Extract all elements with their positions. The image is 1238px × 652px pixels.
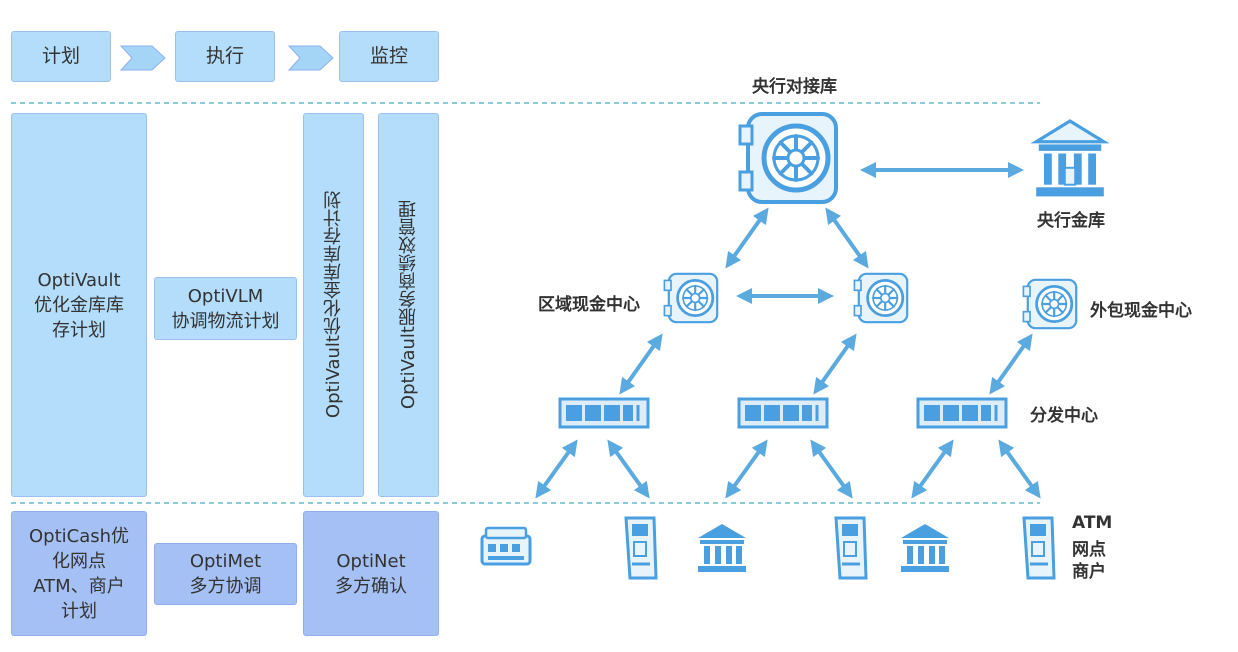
regional-center-label: 区域现金中心 <box>538 295 640 315</box>
central-bank-icon <box>1030 119 1110 197</box>
connection-arrows <box>535 162 1041 499</box>
module-optivlm-line-2: 协调物流计划 <box>171 310 280 332</box>
module-optimet: OptiMet 多方协调 <box>154 543 297 605</box>
atm-icon <box>624 516 658 580</box>
module-optimet-line-2: 多方协调 <box>189 576 262 597</box>
arrow-dist-3-to-bank <box>911 439 954 499</box>
module-opticash-line-4: 计划 <box>61 600 97 622</box>
arrow-central-db-to-regional-b <box>825 207 869 269</box>
distribution-rack-3-icon <box>916 397 1008 429</box>
arrow-regional-a-to-dist-1 <box>619 333 663 395</box>
module-optivlm-line-1: OptiVLM <box>187 285 264 307</box>
stage-monitor: 监控 <box>339 31 439 82</box>
distribution-rack-2-icon <box>737 397 829 429</box>
module-optinet: OptiNet 多方确认 <box>303 511 439 636</box>
shop-icon <box>480 526 532 566</box>
central-db-vault-icon <box>740 114 836 202</box>
outsourced-vault-icon <box>1022 278 1078 330</box>
arrow-outsourced-to-dist-3 <box>989 333 1033 395</box>
module-optimet-line-1: OptiMet <box>189 551 262 572</box>
bank-icon <box>901 524 949 572</box>
outsourced-center-label: 外包现金中心 <box>1090 301 1192 321</box>
chevron-right-icon <box>287 45 334 71</box>
endpoint-branch-label: 网点 <box>1072 540 1106 560</box>
module-optivault-vertical: OptiVault优化金库库存计划 <box>303 113 364 497</box>
stage-execute-label: 执行 <box>205 45 244 67</box>
module-optivault-plan-line-1: OptiVault <box>37 269 121 291</box>
arrow-dist-2-to-atm <box>810 439 853 499</box>
regional-vault-b-icon <box>853 272 909 324</box>
atm-icon <box>834 516 868 580</box>
endpoint-merchant-label: 商户 <box>1072 562 1106 582</box>
module-optinet-line-1: OptiNet <box>336 550 406 572</box>
stage-execute: 执行 <box>175 31 275 82</box>
module-optivault-service: OptiVault服务商绩效管理 <box>378 113 439 497</box>
module-opticash: OptiCash优 化网点 ATM、商户 计划 <box>11 511 147 636</box>
chevron-right-icon <box>119 45 166 71</box>
regional-vault-a-icon <box>663 272 719 324</box>
arrow-central-db-to-regional-a <box>725 207 769 269</box>
module-opticash-line-3: ATM、商户 <box>33 575 125 597</box>
distribution-rack-1-icon <box>558 397 650 429</box>
arrow-regional-b-to-dist-2 <box>813 333 857 395</box>
stage-plan-label: 计划 <box>41 45 80 67</box>
arrow-dist-3-to-atm <box>998 439 1041 499</box>
arrow-dist-1-to-atm <box>607 439 650 499</box>
central-vault-label: 央行金库 <box>1037 211 1105 231</box>
stage-plan: 计划 <box>11 31 111 82</box>
module-opticash-line-1: OptiCash优 <box>28 525 130 547</box>
bank-icon <box>698 524 746 572</box>
arrow-dist-2-to-bank <box>725 439 768 499</box>
endpoint-atm-label: ATM <box>1072 513 1113 533</box>
module-optivault-plan-line-3: 存计划 <box>52 319 106 341</box>
central-db-label: 央行对接库 <box>752 77 837 97</box>
atm-icon <box>1022 516 1056 580</box>
module-optinet-line-2: 多方确认 <box>335 575 407 597</box>
arrow-dist-1-to-shop <box>535 439 578 499</box>
stage-monitor-label: 监控 <box>369 45 408 67</box>
distribution-center-label: 分发中心 <box>1030 406 1098 426</box>
module-optivault-plan: OptiVault 优化金库库 存计划 <box>11 113 147 497</box>
module-opticash-line-2: 化网点 <box>52 550 106 572</box>
module-optivlm: OptiVLM 协调物流计划 <box>154 277 297 340</box>
module-optivault-plan-line-2: 优化金库库 <box>34 294 124 316</box>
